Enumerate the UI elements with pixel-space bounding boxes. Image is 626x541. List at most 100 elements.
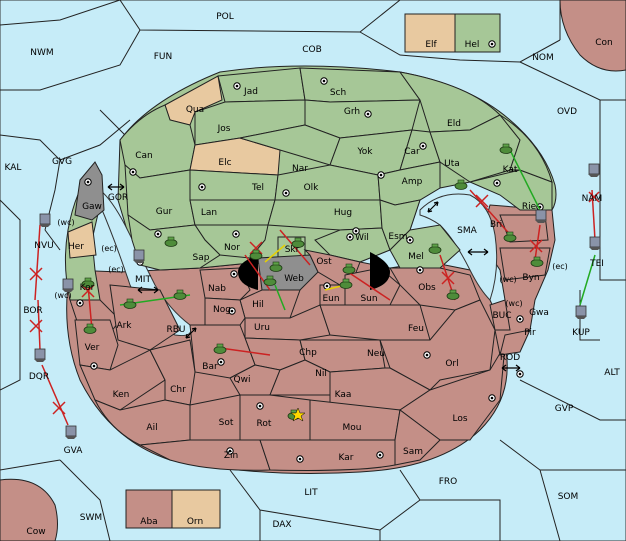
cross-mark — [441, 271, 455, 285]
label-gvp: GVP — [555, 404, 574, 414]
army-unit[interactable] — [499, 143, 513, 154]
label-alt: ALT — [604, 368, 620, 378]
army-unit[interactable] — [454, 179, 468, 190]
label-eun: Eun — [322, 294, 339, 304]
label-hil: Hil — [252, 300, 264, 310]
label-her-ec: (ec) — [101, 244, 117, 253]
army-unit[interactable] — [81, 277, 95, 288]
fleet-unit[interactable] — [589, 236, 601, 250]
army-unit[interactable] — [291, 237, 305, 248]
label-bor: BOR — [23, 306, 42, 316]
double-arrow — [427, 201, 439, 213]
legend-top — [404, 13, 501, 53]
army-unit[interactable] — [530, 256, 544, 267]
label-nwm: NWM — [30, 48, 53, 58]
order-arrow — [579, 254, 596, 306]
label-rod: ROD — [500, 353, 520, 363]
label-gur: Gur — [156, 207, 173, 217]
territory-kat[interactable] — [499, 114, 553, 183]
legend-orn-box[interactable] — [171, 489, 221, 529]
supply-center-core — [228, 449, 232, 453]
fleet-unit[interactable] — [62, 278, 74, 292]
fleet-unit[interactable] — [575, 305, 587, 319]
army-unit[interactable] — [173, 289, 187, 300]
double-arrow — [467, 248, 489, 256]
army-unit[interactable] — [503, 231, 517, 242]
legend-bottom — [125, 489, 221, 529]
legend-elf-box[interactable] — [404, 13, 456, 53]
order-arrow — [274, 284, 286, 311]
army-body — [173, 292, 187, 300]
supply-center-core — [366, 112, 370, 116]
label-neu: Neu — [367, 349, 385, 359]
army-unit[interactable] — [263, 275, 277, 286]
label-jad: Jad — [243, 87, 258, 97]
army-unit[interactable] — [164, 236, 178, 247]
fleet-unit[interactable] — [34, 348, 46, 362]
army-body — [530, 259, 544, 267]
army-unit[interactable] — [269, 261, 283, 272]
label-cow: Cow — [26, 527, 45, 537]
red-territories — [74, 249, 506, 471]
army-turret — [431, 243, 439, 248]
legend-aba-box[interactable] — [125, 489, 173, 529]
strait-web-west — [238, 255, 258, 290]
order-arrow — [219, 347, 271, 356]
army-unit[interactable] — [339, 278, 353, 289]
fleet-unit[interactable] — [65, 425, 77, 439]
fleet-body — [65, 425, 77, 437]
label-orn: Orn — [187, 517, 203, 527]
supply-center-core — [234, 232, 238, 236]
army-unit[interactable] — [123, 298, 137, 309]
army-unit[interactable] — [342, 263, 356, 274]
fleet-unit[interactable] — [39, 213, 51, 227]
supply-center-core — [408, 238, 412, 242]
label-pol: POL — [216, 12, 234, 22]
label-tel: Tel — [251, 183, 264, 193]
green-territories — [119, 67, 553, 271]
fleet-hull — [62, 289, 74, 292]
territory-pir[interactable] — [499, 329, 531, 356]
territory-con[interactable] — [559, 0, 626, 72]
territory-nab[interactable] — [199, 267, 251, 301]
label-lit: LIT — [304, 488, 318, 498]
star-icon — [290, 407, 306, 422]
label-dqr: DQR — [29, 372, 49, 382]
label-sot: Sot — [219, 418, 234, 428]
label-fro: FRO — [439, 477, 458, 487]
supply-center-core — [495, 181, 499, 185]
label-mel: Mel — [408, 252, 424, 262]
territory-her[interactable] — [67, 221, 97, 259]
fleet-unit[interactable] — [133, 249, 145, 263]
army-unit[interactable] — [213, 343, 227, 354]
territory-cow[interactable] — [0, 478, 58, 541]
supply-center-core — [354, 229, 358, 233]
label-kat: Kat — [503, 165, 518, 175]
army-unit[interactable] — [83, 323, 97, 334]
label-gor: GOR — [108, 193, 128, 203]
fleet-unit[interactable] — [535, 209, 547, 223]
fleet-unit[interactable] — [588, 163, 600, 177]
label-sap: Sap — [193, 253, 210, 263]
army-unit[interactable] — [446, 289, 460, 300]
army-unit[interactable] — [428, 243, 442, 254]
territory-feu[interactable] — [319, 304, 431, 341]
territory-kar[interactable] — [259, 439, 396, 471]
territory-hug[interactable] — [267, 199, 383, 231]
army-body — [499, 146, 513, 154]
label-byn: Byn — [522, 273, 539, 283]
label-gaw-wc: (wc) — [57, 218, 74, 227]
supply-center-core — [92, 364, 96, 368]
territory-nog[interactable] — [204, 297, 246, 326]
territory-gaw[interactable] — [74, 161, 105, 221]
label-byn-wc: (wc) — [499, 275, 516, 284]
territory-ail[interactable] — [93, 399, 191, 446]
territory-gwa[interactable] — [489, 299, 511, 331]
supply-center-core — [200, 185, 204, 189]
supply-center-core — [284, 191, 288, 195]
label-ovd: OVD — [557, 107, 577, 117]
cross-mark — [52, 401, 66, 415]
territory-elc[interactable] — [189, 137, 281, 176]
army-unit[interactable] — [249, 249, 263, 260]
label-can: Can — [135, 151, 153, 161]
